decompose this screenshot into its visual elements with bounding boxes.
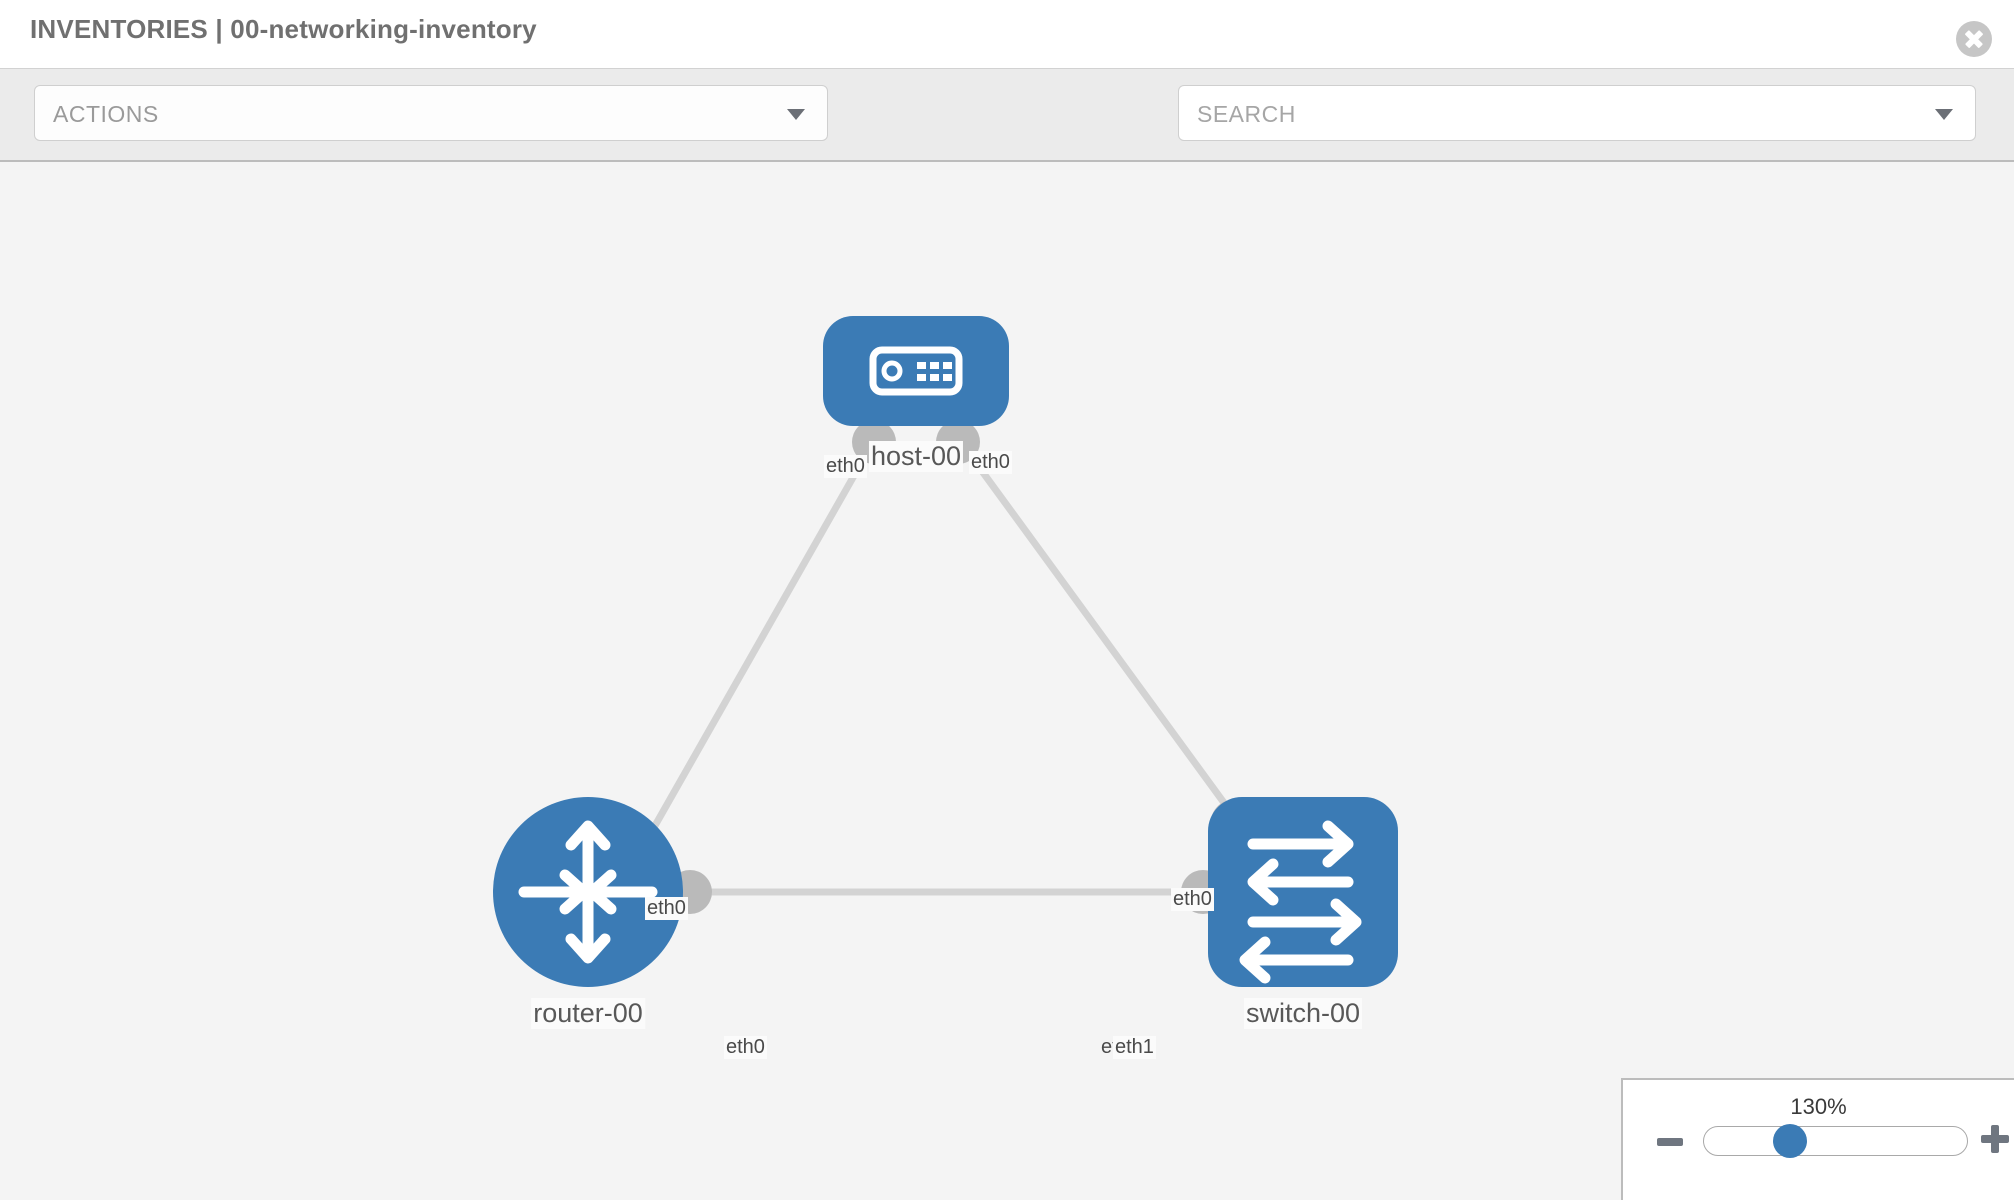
node-router-00[interactable] [493,797,683,987]
zoom-level-label: 130% [1790,1094,1847,1119]
node-host-00[interactable] [823,316,1009,426]
edge-label-switch-eth1: eth1 [1113,1036,1156,1059]
server-icon [869,346,963,396]
link-line [636,428,884,854]
edge-label-host-eth0-left: eth0 [824,455,867,478]
search-placeholder: SEARCH [1197,101,1296,127]
edge-label-router-eth0-up: eth0 [645,897,688,920]
edge-label-host-eth0-right: eth0 [969,451,1012,474]
switch-arrows-icon [1239,820,1362,984]
zoom-slider-thumb[interactable] [1773,1124,1807,1158]
router-arrows-icon [518,820,658,964]
node-host-00-shape [823,316,1009,426]
node-label-host-00: host-00 [868,441,964,472]
plus-icon[interactable] [1981,1125,2009,1153]
topology-graph [493,316,1398,987]
link-host-switch [949,427,1241,825]
close-icon[interactable] [1956,21,1992,57]
topology-canvas[interactable]: host-00 router-00 switch-00 eth0 eth0 et… [0,162,2014,1200]
node-label-router-00: router-00 [531,998,645,1029]
page-header: INVENTORIES | 00-networking-inventory [0,0,2014,68]
link-host-router [636,428,884,854]
edge-label-router-eth0-right: eth0 [724,1036,767,1059]
actions-dropdown[interactable]: ACTIONS [34,85,828,141]
plus-icon-vertical [1991,1125,1999,1153]
minus-icon[interactable] [1657,1138,1683,1146]
node-switch-00[interactable] [1208,797,1398,987]
node-label-switch-00: switch-00 [1243,998,1363,1029]
toolbar: ACTIONS SEARCH [0,68,2014,196]
link-connectors [668,420,1255,914]
page-title: INVENTORIES | 00-networking-inventory [30,14,537,44]
edge-label-switch-eth0-up: eth0 [1171,888,1214,911]
link-line [949,427,1241,825]
search-input[interactable]: SEARCH [1178,85,1976,141]
actions-dropdown-label: ACTIONS [53,101,159,127]
zoom-slider[interactable] [1703,1126,1968,1156]
chevron-down-icon [1935,109,1953,120]
chevron-down-icon [787,109,805,120]
zoom-control-panel: 130% [1621,1078,2014,1200]
